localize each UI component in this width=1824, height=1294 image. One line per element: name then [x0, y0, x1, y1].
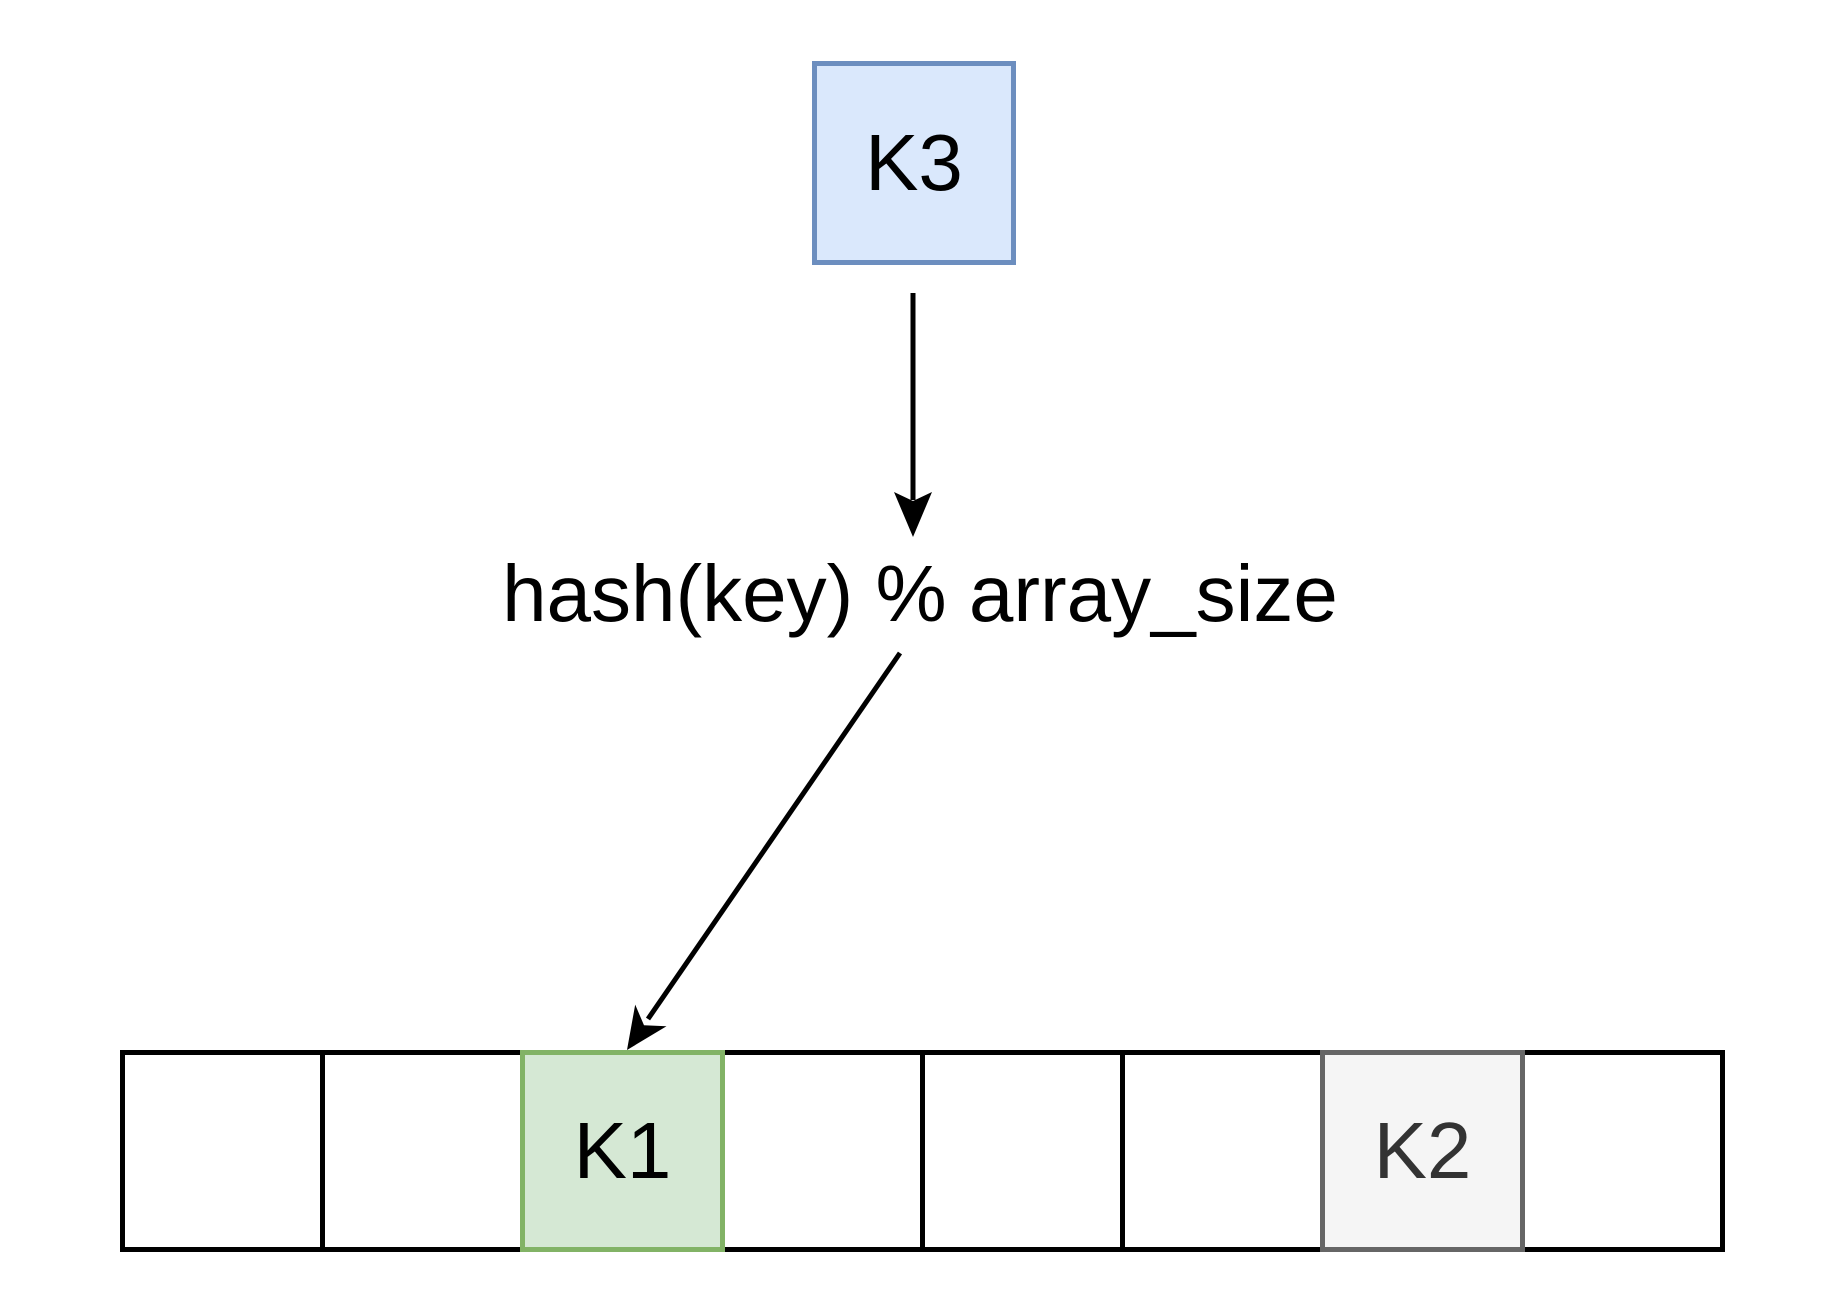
- arrow-hash-to-slot: [627, 651, 903, 1050]
- key-box-label: K3: [865, 118, 963, 207]
- array-slot-empty: [1520, 1050, 1725, 1252]
- array-slot-k1: K1: [520, 1050, 725, 1252]
- slot-label: K1: [573, 1106, 672, 1195]
- hash-array: K1 K2: [120, 1050, 1725, 1252]
- array-slot-k2: K2: [1320, 1050, 1525, 1252]
- array-slot-empty: [1120, 1050, 1325, 1252]
- array-slot-empty: [120, 1050, 325, 1252]
- array-slot-empty: [320, 1050, 525, 1252]
- down-arrowhead-icon: [894, 492, 932, 537]
- arrow-k3-to-hash: [894, 293, 932, 537]
- array-slot-empty: [720, 1050, 925, 1252]
- diagonal-arrowhead-icon: [627, 1004, 667, 1050]
- diagonal-arrow-line: [645, 651, 903, 1021]
- hash-function-label: hash(key) % array_size: [502, 549, 1338, 638]
- slot-label: K2: [1373, 1106, 1472, 1195]
- array-slot-empty: [920, 1050, 1125, 1252]
- key-box-k3: K3: [812, 61, 1016, 265]
